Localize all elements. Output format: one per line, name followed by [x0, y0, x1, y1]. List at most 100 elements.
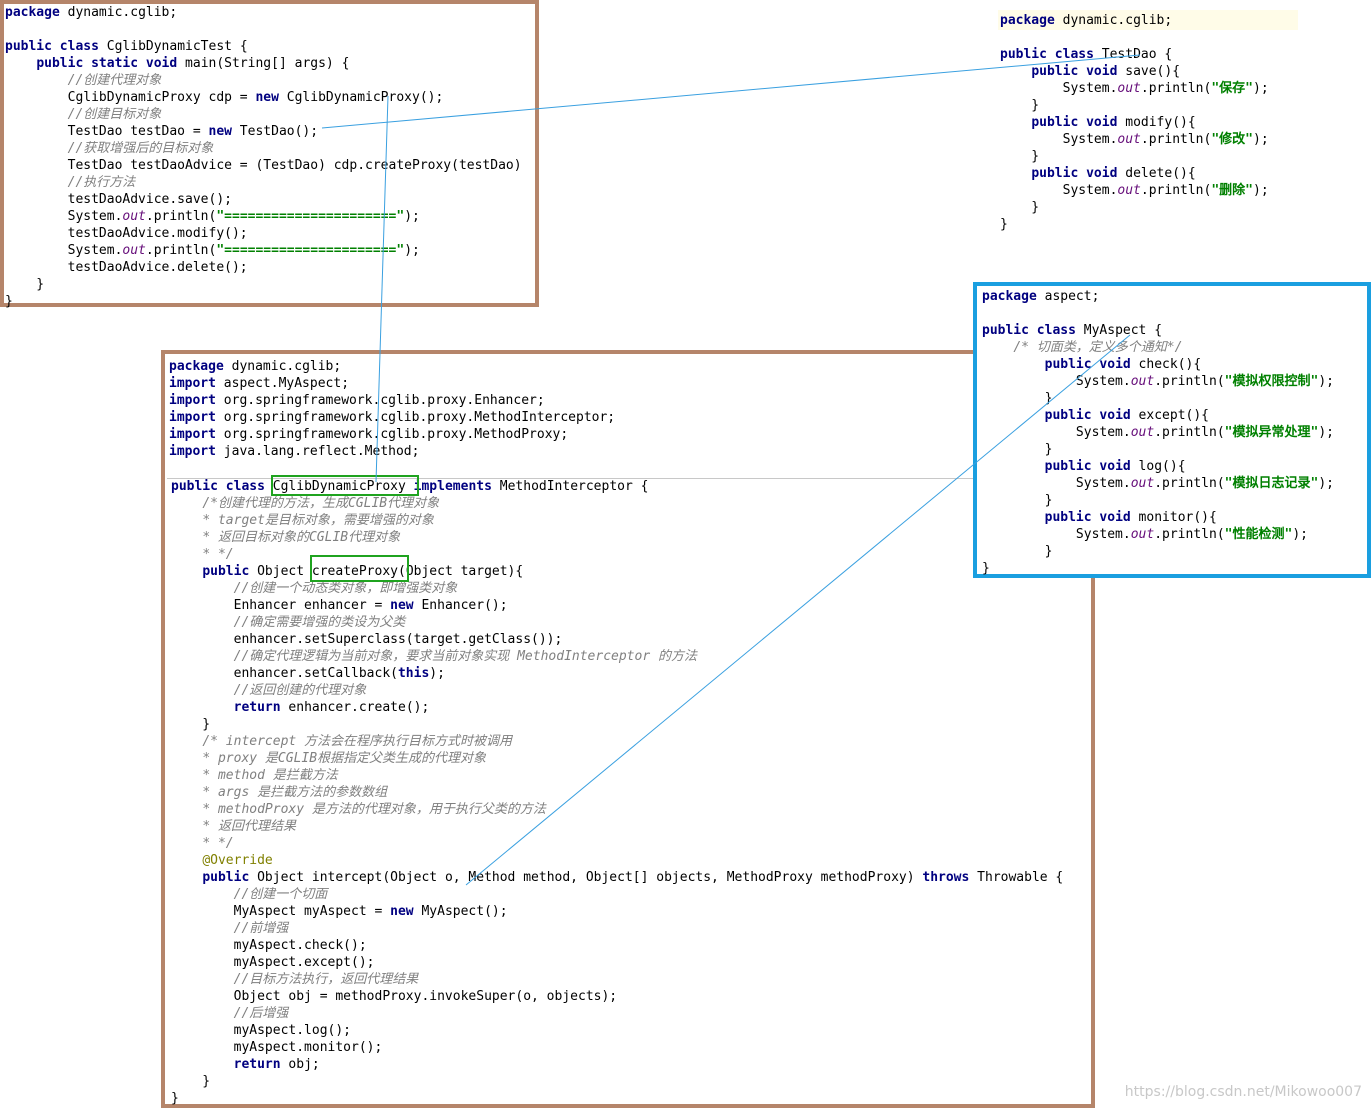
- code-token: public: [1044, 510, 1092, 525]
- code-token: [1000, 166, 1031, 181]
- code-token: public: [1044, 459, 1092, 474]
- code-line: public void modify(){: [1000, 114, 1269, 131]
- code-token: import: [169, 427, 216, 442]
- code-line: }: [982, 390, 1334, 407]
- code-token: [5, 73, 68, 88]
- code-line: import java.lang.reflect.Method;: [169, 443, 615, 460]
- code-token: [1078, 64, 1086, 79]
- code-line: }: [1000, 216, 1269, 233]
- code-token: void: [1099, 510, 1131, 525]
- code-token: Object intercept(Object o, Method method…: [249, 870, 923, 885]
- code-token: * methodProxy 是方法的代理对象，用于执行父类的方法: [202, 802, 546, 817]
- code-token: TestDao testDaoAdvice = (TestDao) cdp.cr…: [5, 158, 522, 173]
- code-token: [171, 921, 234, 936]
- code-token: this: [397, 666, 430, 681]
- code-token: //创建一个动态类对象，即增强类对象: [233, 581, 458, 596]
- code-line: //后增强: [171, 1005, 1063, 1022]
- code-line: CglibDynamicProxy cdp = new CglibDynamic…: [5, 89, 522, 106]
- code-token: class: [59, 39, 99, 54]
- code-token: //返回创建的代理对象: [233, 683, 367, 698]
- code-line: }: [982, 560, 1334, 577]
- code-token: CglibDynamicTest {: [98, 39, 248, 54]
- code-token: TestDao();: [231, 124, 319, 139]
- code-token: public: [1031, 166, 1079, 181]
- code-line: }: [171, 716, 1063, 733]
- code-line: package dynamic.cglib;: [169, 358, 615, 375]
- code-token: }: [1000, 98, 1040, 113]
- code-token: System.: [1000, 132, 1118, 147]
- code-line: }: [982, 543, 1334, 560]
- code-token: package: [5, 5, 60, 20]
- code-line: System.out.println("====================…: [5, 242, 522, 259]
- code-token: public: [982, 323, 1029, 338]
- code-line: * methodProxy 是方法的代理对象，用于执行父类的方法: [171, 801, 1063, 818]
- code-token: out: [1130, 476, 1155, 491]
- code-token: /* 切面类，定义多个通知*/: [1013, 340, 1183, 355]
- code-token: );: [429, 666, 445, 681]
- code-token: main(String[] args) {: [177, 56, 350, 71]
- code-token: "保存": [1211, 81, 1253, 96]
- code-token: Object obj = methodProxy.invokeSuper(o, …: [171, 989, 618, 1004]
- code-line: myAspect.log();: [171, 1022, 1063, 1039]
- code-token: "模拟异常处理": [1224, 425, 1319, 440]
- code-token: static: [91, 56, 139, 71]
- code-token: public: [171, 479, 218, 494]
- code-token: [171, 751, 202, 766]
- code-token: System.: [982, 527, 1131, 542]
- code-token: [218, 479, 226, 494]
- proxy-class-panel: package dynamic.cglib;import aspect.MyAs…: [161, 350, 1095, 1108]
- code-token: "======================": [216, 243, 405, 258]
- code-token: [171, 496, 202, 511]
- code-token: out: [1117, 183, 1141, 198]
- code-token: aspect;: [1036, 289, 1100, 304]
- code-token: * target是目标对象，需要增强的对象: [202, 513, 434, 528]
- code-line: public Object createProxy(Object target)…: [171, 563, 1063, 580]
- code-token: [171, 581, 234, 596]
- code-token: org.springframework.cglib.proxy.MethodPr…: [215, 427, 569, 442]
- code-token: }: [5, 277, 45, 292]
- code-line: return enhancer.create();: [171, 699, 1063, 716]
- code-line: System.out.println("保存");: [1000, 80, 1269, 97]
- code-token: /* intercept 方法会在程序执行目标方式时被调用: [202, 734, 513, 749]
- code-token: out: [1130, 374, 1155, 389]
- package-highlight-bar: [998, 10, 1298, 30]
- code-line: public Object intercept(Object o, Method…: [171, 869, 1063, 886]
- code-token: //执行方法: [67, 175, 136, 190]
- code-line: myAspect.monitor();: [171, 1039, 1063, 1056]
- code-token: @Override: [202, 853, 273, 868]
- code-token: [1047, 47, 1055, 62]
- code-line: }: [5, 276, 522, 293]
- code-token: void: [1086, 64, 1118, 79]
- code-line: System.out.println("模拟日志记录");: [982, 475, 1334, 492]
- code-line: public void save(){: [1000, 63, 1269, 80]
- code-token: void: [1099, 357, 1131, 372]
- code-token: .println(: [1140, 81, 1212, 96]
- code-token: [138, 56, 146, 71]
- code-line: }: [5, 293, 522, 310]
- code-token: [171, 1057, 234, 1072]
- code-line: testDaoAdvice.save();: [5, 191, 522, 208]
- code-token: void: [1086, 115, 1118, 130]
- code-token: [171, 853, 202, 868]
- code-token: new: [208, 124, 232, 139]
- code-line: //创建代理对象: [5, 72, 522, 89]
- code-token: }: [982, 544, 1053, 559]
- code-line: public class CglibDynamicTest {: [5, 38, 522, 55]
- code-line: public void except(){: [982, 407, 1334, 424]
- code-line: * method 是拦截方法: [171, 767, 1063, 784]
- code-line: [982, 305, 1334, 322]
- code-token: [5, 175, 68, 190]
- code-token: testDaoAdvice.save();: [5, 192, 232, 207]
- code-token: );: [1318, 476, 1334, 491]
- code-token: //创建代理对象: [67, 73, 162, 88]
- aspect-code: package aspect; public class MyAspect { …: [982, 288, 1334, 577]
- test-class-panel: package dynamic.cglib; public class Cgli…: [0, 0, 539, 310]
- code-line: public void log(){: [982, 458, 1334, 475]
- code-token: dynamic.cglib;: [59, 5, 178, 20]
- code-line: System.out.println("修改");: [1000, 131, 1269, 148]
- code-token: [1000, 64, 1031, 79]
- code-token: }: [1000, 200, 1040, 215]
- code-token: "性能检测": [1224, 527, 1293, 542]
- code-token: public: [36, 56, 84, 71]
- code-token: dynamic.cglib;: [223, 359, 342, 374]
